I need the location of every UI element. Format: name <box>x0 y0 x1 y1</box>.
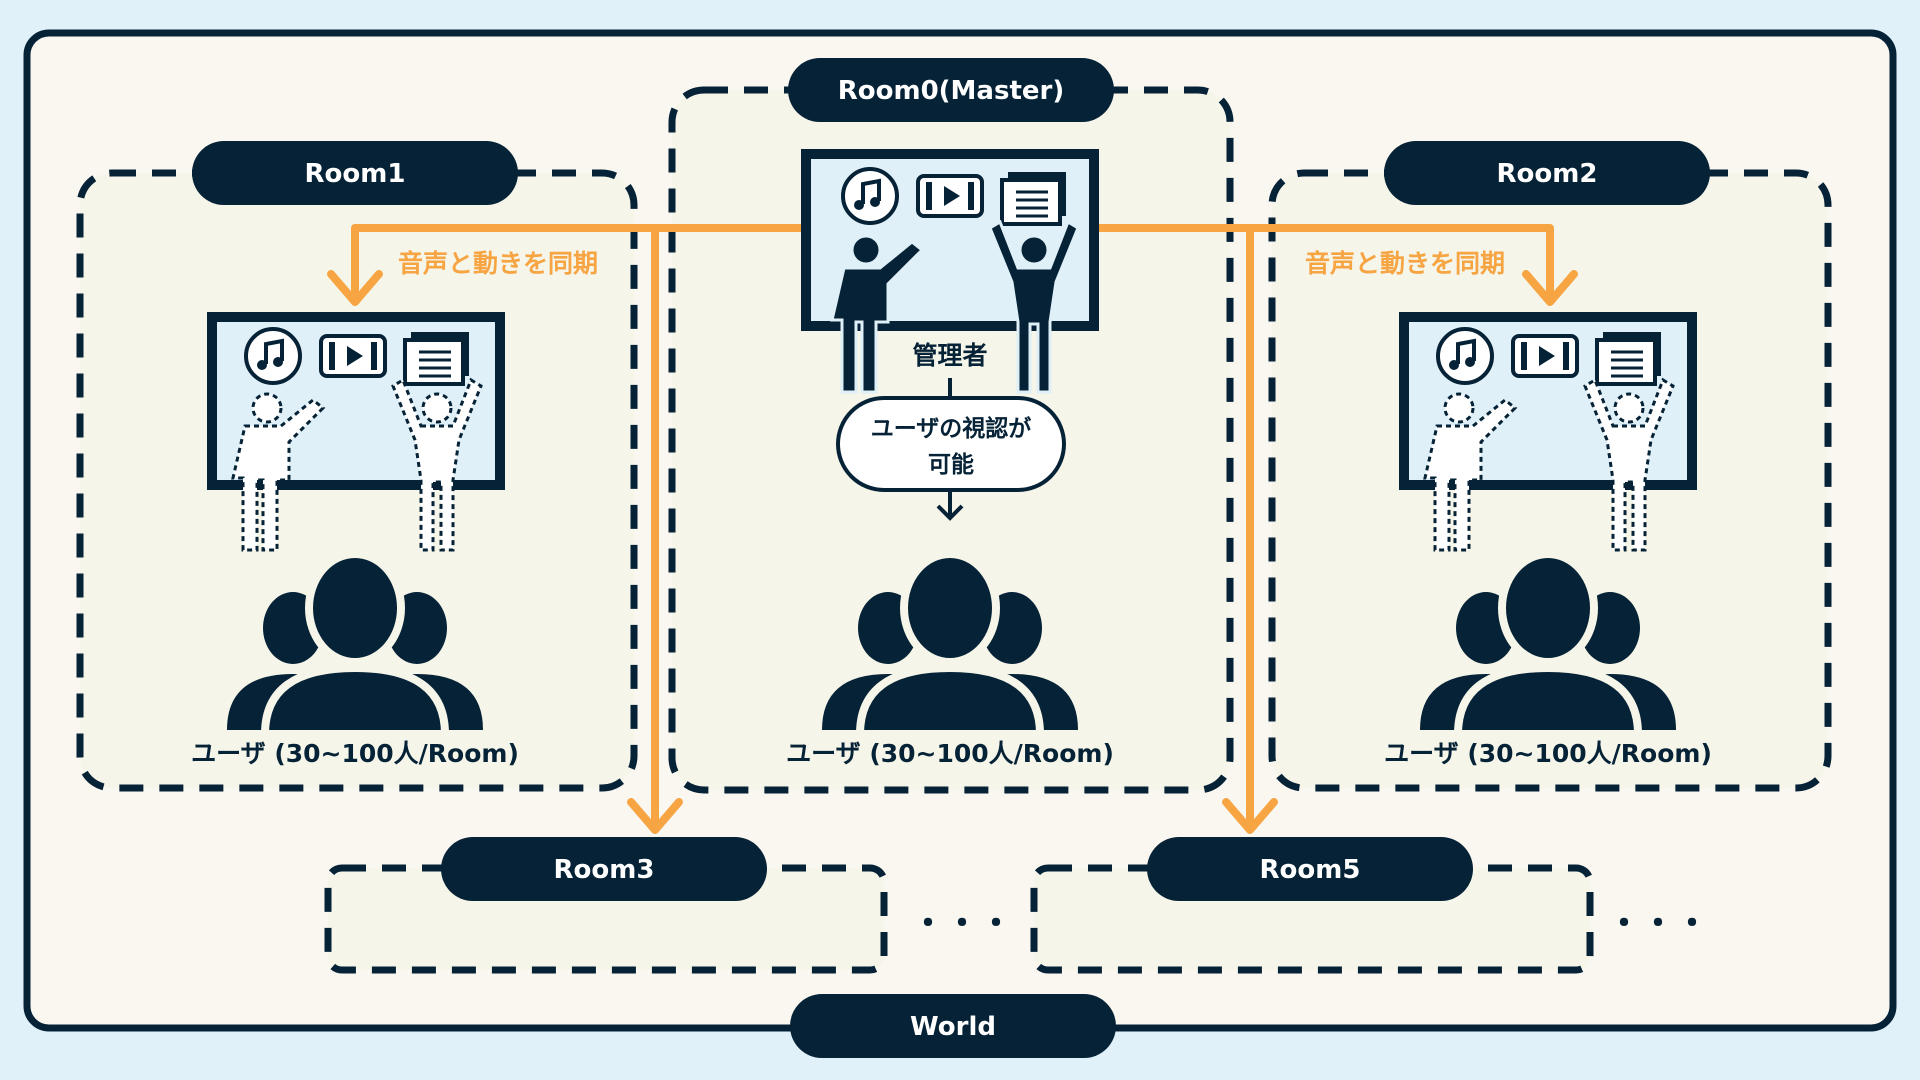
room1-screen <box>207 312 505 552</box>
room2-title: Room2 <box>1497 159 1598 189</box>
room3-title: Room3 <box>554 855 655 885</box>
arrowhead-room1 <box>327 270 383 306</box>
room0-users-label: ユーザ (30~100人/Room) <box>786 739 1114 768</box>
world-title: World <box>910 1012 996 1042</box>
room5-title: Room5 <box>1260 855 1361 885</box>
viewable-line2: 可能 <box>928 451 974 478</box>
sync-label-right: 音声と動きを同期 <box>1305 249 1505 278</box>
room5-pill <box>1147 837 1473 901</box>
ellipsis-right: ・・・ <box>1607 904 1709 944</box>
admin-label: 管理者 <box>912 341 987 370</box>
sync-label-left: 音声と動きを同期 <box>398 249 598 278</box>
room1-users-label: ユーザ (30~100人/Room) <box>191 739 519 768</box>
room0-title: Room0(Master) <box>838 76 1064 106</box>
room2-media-icons <box>1436 327 1663 386</box>
master-screen <box>801 149 1099 394</box>
room1-pill <box>192 141 518 205</box>
arrowhead-room5 <box>1222 798 1278 834</box>
room0-pill <box>788 58 1114 122</box>
down-arrow <box>936 490 964 521</box>
room2-pill <box>1384 141 1710 205</box>
room2-screen <box>1399 312 1697 552</box>
viewable-line1: ユーザの視認が <box>871 415 1032 442</box>
sync-arrows <box>327 224 1578 834</box>
world-pill <box>790 994 1116 1058</box>
room3-pill <box>441 837 767 901</box>
arrowhead-room2 <box>1522 270 1578 306</box>
arrowhead-room3 <box>627 798 683 834</box>
ellipsis-middle: ・・・ <box>911 904 1013 944</box>
room1-media-icons <box>244 327 471 386</box>
room2-users-label: ユーザ (30~100人/Room) <box>1384 739 1712 768</box>
media-icons <box>841 167 1068 226</box>
room1-title: Room1 <box>305 159 406 189</box>
